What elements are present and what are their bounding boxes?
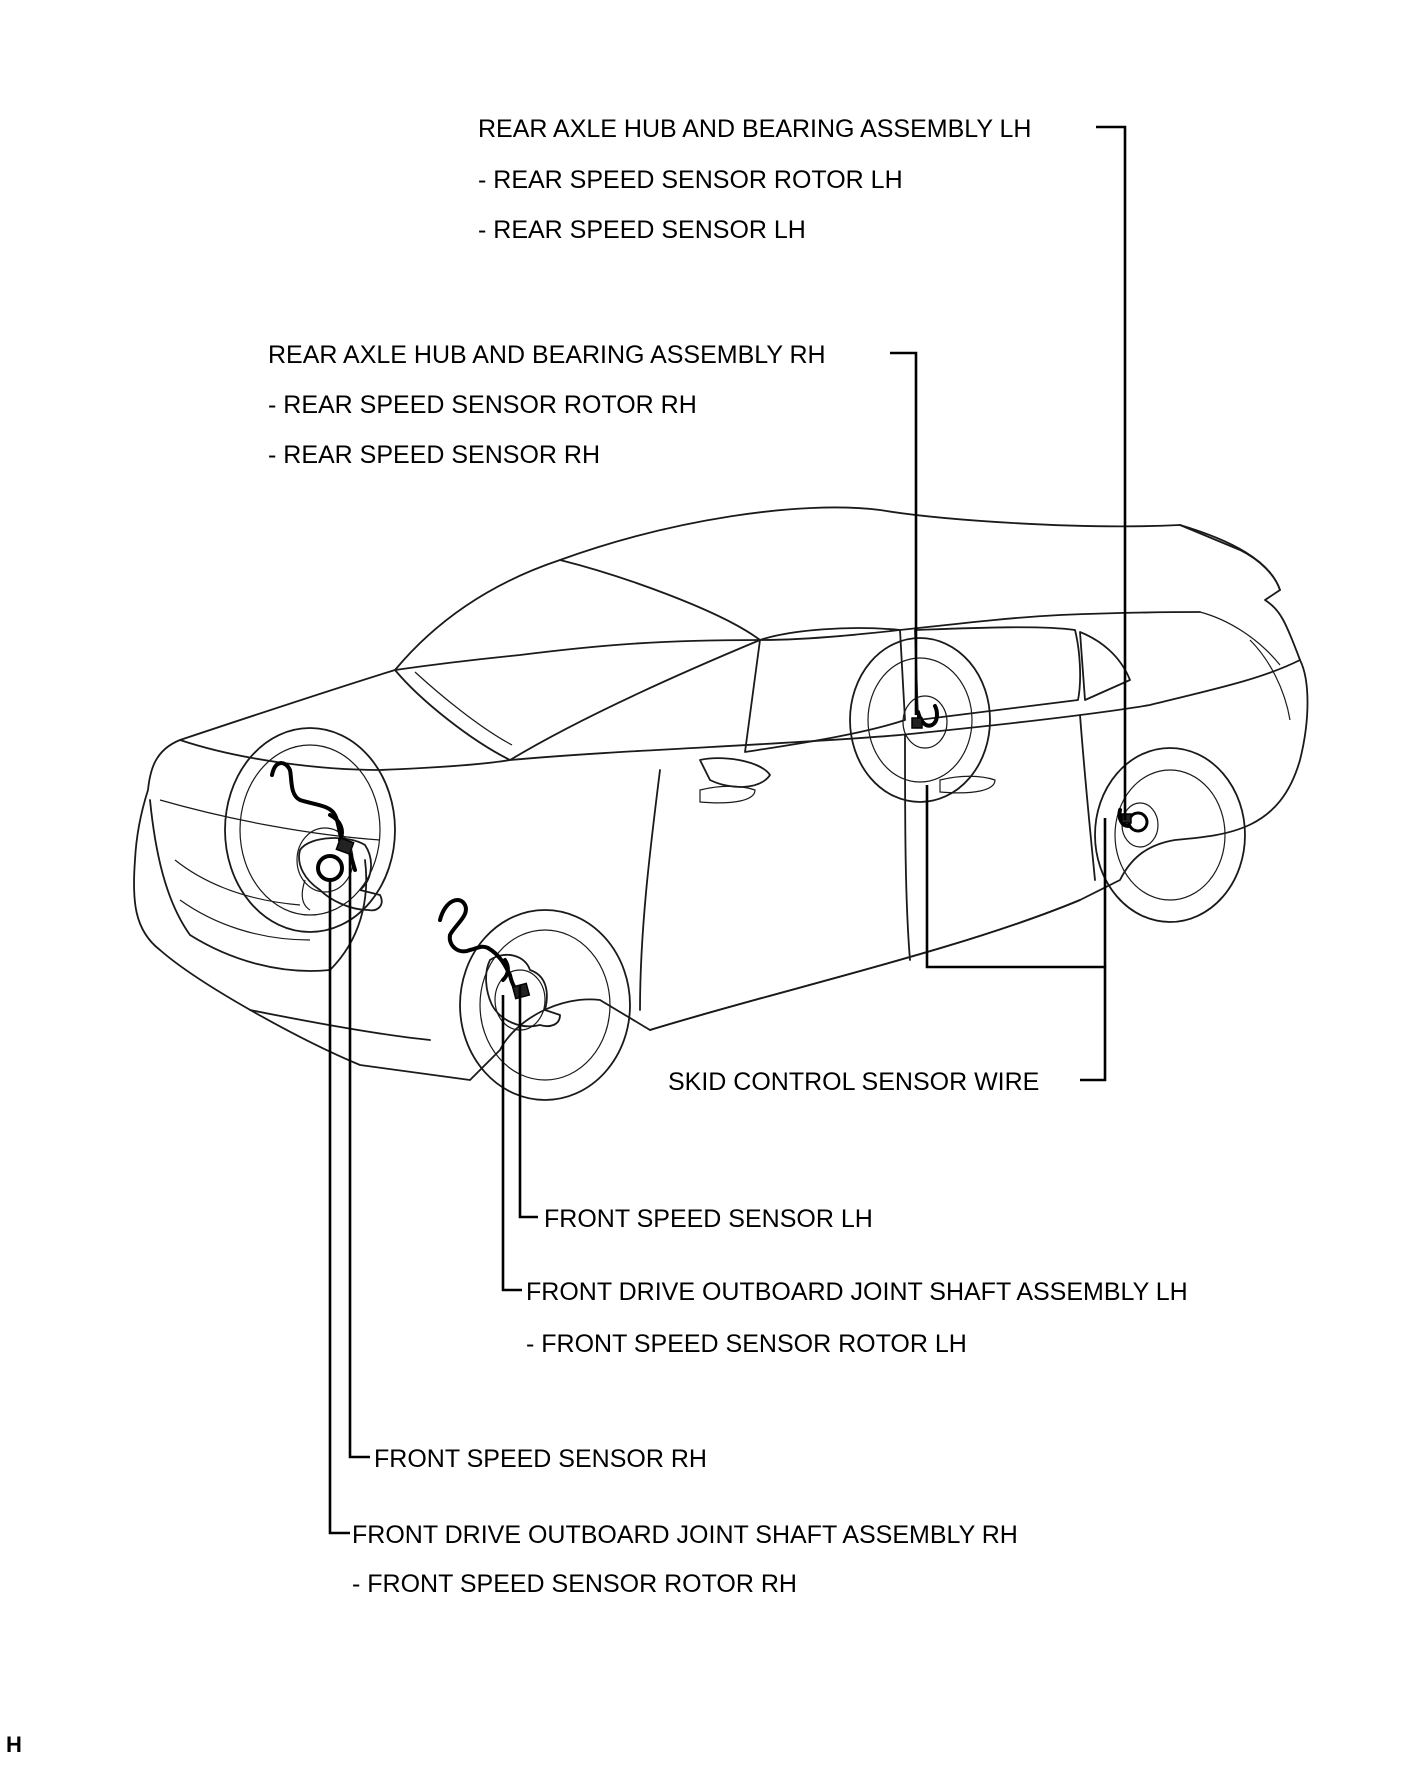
label-front-sensor-rh: FRONT SPEED SENSOR RH <box>374 1445 707 1473</box>
car-illustration <box>133 506 1309 1101</box>
leader-front-shaft-lh <box>501 995 522 1292</box>
label-front-shaft-lh-title: FRONT DRIVE OUTBOARD JOINT SHAFT ASSEMBL… <box>526 1278 1188 1306</box>
label-rear-hub-rh-sub2: - REAR SPEED SENSOR RH <box>268 441 600 469</box>
front-lh-sensor-harness <box>438 898 531 1000</box>
label-front-shaft-rh-sub1: - FRONT SPEED SENSOR ROTOR RH <box>352 1570 797 1598</box>
rear-rh-sensor <box>911 704 939 729</box>
leader-rear-hub-rh <box>890 351 918 715</box>
front-rh-sensor-harness <box>270 761 357 872</box>
corner-mark: H <box>6 1732 22 1757</box>
label-rear-hub-lh-title: REAR AXLE HUB AND BEARING ASSEMBLY LH <box>478 115 1031 143</box>
leader-skid-wire <box>925 785 1107 1082</box>
label-front-sensor-lh: FRONT SPEED SENSOR LH <box>544 1205 873 1233</box>
label-skid-wire-title: SKID CONTROL SENSOR WIRE <box>668 1068 1039 1096</box>
label-front-shaft-rh-title: FRONT DRIVE OUTBOARD JOINT SHAFT ASSEMBL… <box>352 1521 1018 1549</box>
leader-front-sensor-lh <box>518 985 538 1219</box>
leader-front-shaft-rh <box>328 880 350 1535</box>
leader-front-sensor-rh <box>348 855 370 1459</box>
label-front-sensor-lh-title: FRONT SPEED SENSOR LH <box>544 1205 873 1233</box>
label-rear-hub-rh: REAR AXLE HUB AND BEARING ASSEMBLY RH - … <box>268 341 826 469</box>
label-front-sensor-rh-title: FRONT SPEED SENSOR RH <box>374 1445 707 1473</box>
label-rear-hub-rh-title: REAR AXLE HUB AND BEARING ASSEMBLY RH <box>268 341 826 369</box>
label-front-shaft-rh: FRONT DRIVE OUTBOARD JOINT SHAFT ASSEMBL… <box>352 1521 1018 1598</box>
leader-rear-hub-lh <box>1096 125 1127 820</box>
label-rear-hub-lh-sub1: - REAR SPEED SENSOR ROTOR LH <box>478 166 903 194</box>
label-front-shaft-lh: FRONT DRIVE OUTBOARD JOINT SHAFT ASSEMBL… <box>526 1278 1188 1358</box>
label-skid-wire: SKID CONTROL SENSOR WIRE <box>668 1068 1039 1096</box>
label-rear-hub-lh: REAR AXLE HUB AND BEARING ASSEMBLY LH - … <box>478 115 1031 244</box>
rear-lh-sensor <box>1117 808 1132 828</box>
label-rear-hub-lh-sub2: - REAR SPEED SENSOR LH <box>478 216 806 244</box>
leader-lines <box>328 125 1127 1535</box>
label-front-shaft-lh-sub1: - FRONT SPEED SENSOR ROTOR LH <box>526 1330 967 1358</box>
label-rear-hub-rh-sub1: - REAR SPEED SENSOR ROTOR RH <box>268 391 697 419</box>
